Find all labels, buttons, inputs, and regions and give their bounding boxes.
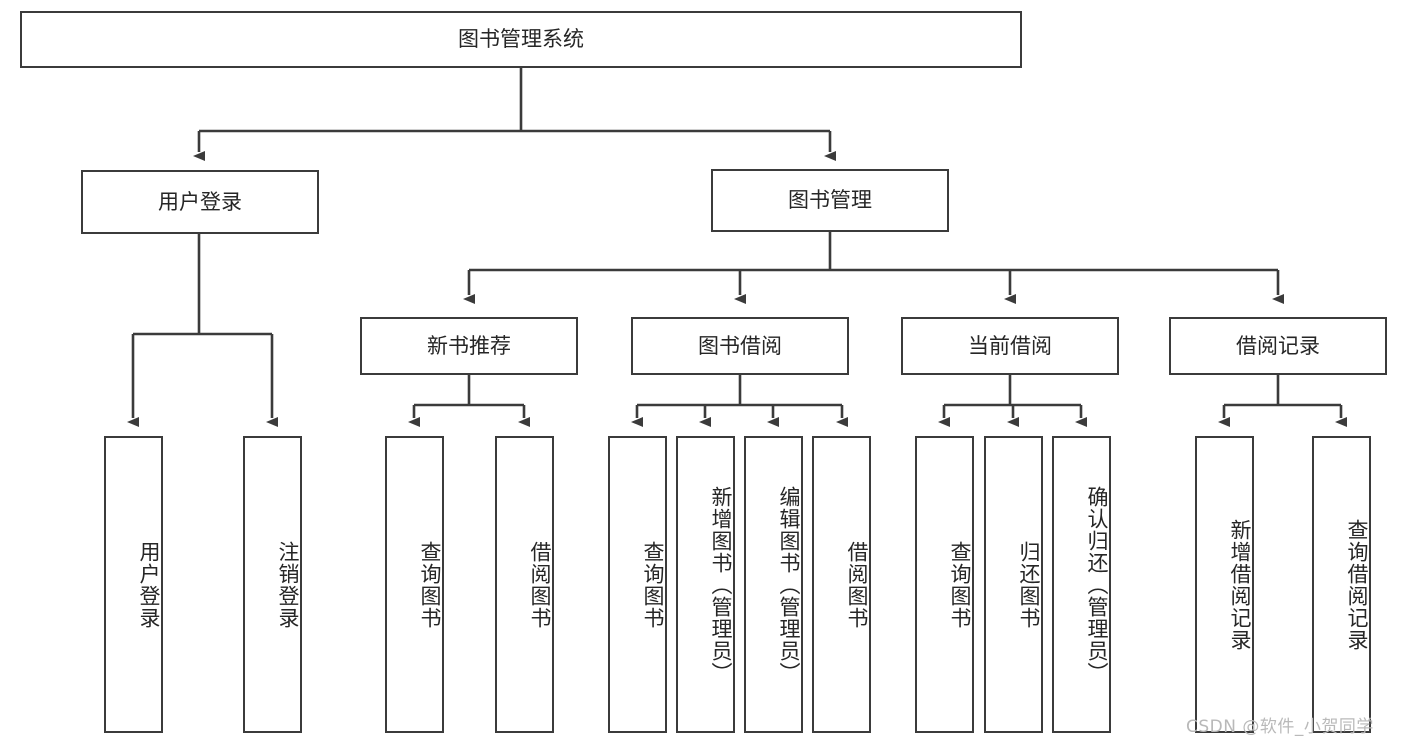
node-book-borrow[interactable]: 图书借阅 xyxy=(631,317,849,375)
node-label: 借阅图书 xyxy=(528,540,552,629)
leaf-current-borrow-return[interactable]: 归还图书 xyxy=(984,436,1043,733)
leaf-borrow-record-add[interactable]: 新增借阅记录 xyxy=(1195,436,1254,733)
node-label: 借阅图书 xyxy=(845,540,869,629)
node-label: 查询图书 xyxy=(641,540,665,629)
node-label: 借阅记录 xyxy=(1236,333,1320,358)
node-label: 当前借阅 xyxy=(968,333,1052,358)
node-label: 图书管理 xyxy=(788,188,872,213)
watermark-text: CSDN @软件_小贺同学 xyxy=(1186,717,1374,737)
node-label: 查询图书 xyxy=(948,540,972,629)
leaf-new-book-query[interactable]: 查询图书 xyxy=(385,436,444,733)
leaf-new-book-borrow[interactable]: 借阅图书 xyxy=(495,436,554,733)
node-label: 归还图书 xyxy=(1017,540,1041,629)
node-label: 新增借阅记录 xyxy=(1228,518,1252,651)
node-label: 新增图书（管理员） xyxy=(709,485,733,684)
node-label: 编辑图书（管理员） xyxy=(777,485,801,684)
node-label: 查询图书 xyxy=(418,540,442,629)
node-root-book-management-system[interactable]: 图书管理系统 xyxy=(20,11,1022,68)
leaf-current-borrow-query[interactable]: 查询图书 xyxy=(915,436,974,733)
leaf-current-borrow-confirm-return[interactable]: 确认归还（管理员） xyxy=(1052,436,1111,733)
node-book-management[interactable]: 图书管理 xyxy=(711,169,949,232)
node-user-login[interactable]: 用户登录 xyxy=(81,170,319,234)
node-current-borrow[interactable]: 当前借阅 xyxy=(901,317,1119,375)
leaf-borrow-record-query[interactable]: 查询借阅记录 xyxy=(1312,436,1371,733)
node-label: 图书管理系统 xyxy=(458,27,584,52)
node-label: 查询借阅记录 xyxy=(1345,518,1369,651)
node-label: 确认归还（管理员） xyxy=(1085,485,1109,684)
leaf-user-login-login[interactable]: 用户登录 xyxy=(104,436,163,733)
node-label: 图书借阅 xyxy=(698,333,782,358)
node-label: 用户登录 xyxy=(158,189,242,214)
leaf-book-borrow-borrow[interactable]: 借阅图书 xyxy=(812,436,871,733)
node-label: 新书推荐 xyxy=(427,333,511,358)
node-label: 注销登录 xyxy=(276,540,300,629)
leaf-book-borrow-edit[interactable]: 编辑图书（管理员） xyxy=(744,436,803,733)
node-borrow-record[interactable]: 借阅记录 xyxy=(1169,317,1387,375)
leaf-book-borrow-query[interactable]: 查询图书 xyxy=(608,436,667,733)
node-new-book-recommend[interactable]: 新书推荐 xyxy=(360,317,578,375)
leaf-book-borrow-add[interactable]: 新增图书（管理员） xyxy=(676,436,735,733)
node-label: 用户登录 xyxy=(137,540,161,629)
leaf-user-login-logout[interactable]: 注销登录 xyxy=(243,436,302,733)
